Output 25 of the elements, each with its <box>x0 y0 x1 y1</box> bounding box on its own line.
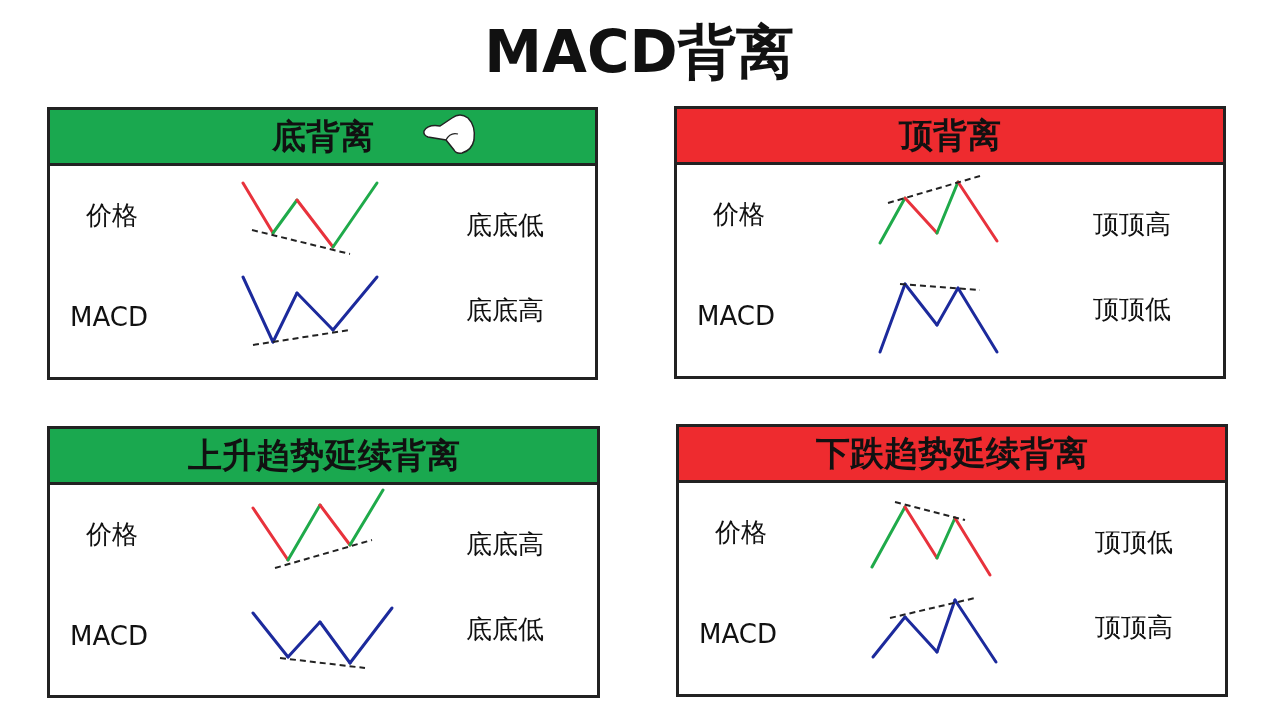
pattern-label: 底底高 <box>466 294 544 327</box>
pattern-label: 顶顶低 <box>1093 293 1171 326</box>
pattern-label: 底底高 <box>466 528 544 561</box>
panel-heading: 顶背离 <box>899 114 1001 157</box>
pattern-label: 底底低 <box>466 209 544 242</box>
row-label: MACD <box>697 301 775 331</box>
row-label: 价格 <box>86 518 138 551</box>
diagram-title: MACD背离 <box>484 17 794 88</box>
row-label: MACD <box>70 302 148 332</box>
pattern-label: 底底低 <box>466 613 544 646</box>
pattern-label: 顶顶高 <box>1093 208 1171 241</box>
panel-heading: 上升趋势延续背离 <box>187 434 460 477</box>
row-label: 价格 <box>715 516 767 549</box>
row-label: 价格 <box>86 199 138 232</box>
panel-card <box>676 424 1228 697</box>
panel-card <box>47 107 598 380</box>
row-label: MACD <box>699 619 777 649</box>
panel-heading: 底背离 <box>271 115 374 158</box>
row-label: MACD <box>70 621 148 651</box>
pattern-label: 顶顶低 <box>1095 526 1173 559</box>
panel-heading: 下跌趋势延续背离 <box>816 432 1088 475</box>
row-label: 价格 <box>713 198 765 231</box>
panel-card <box>47 426 600 698</box>
pattern-label: 顶顶高 <box>1095 611 1173 644</box>
panel-card <box>674 106 1226 379</box>
